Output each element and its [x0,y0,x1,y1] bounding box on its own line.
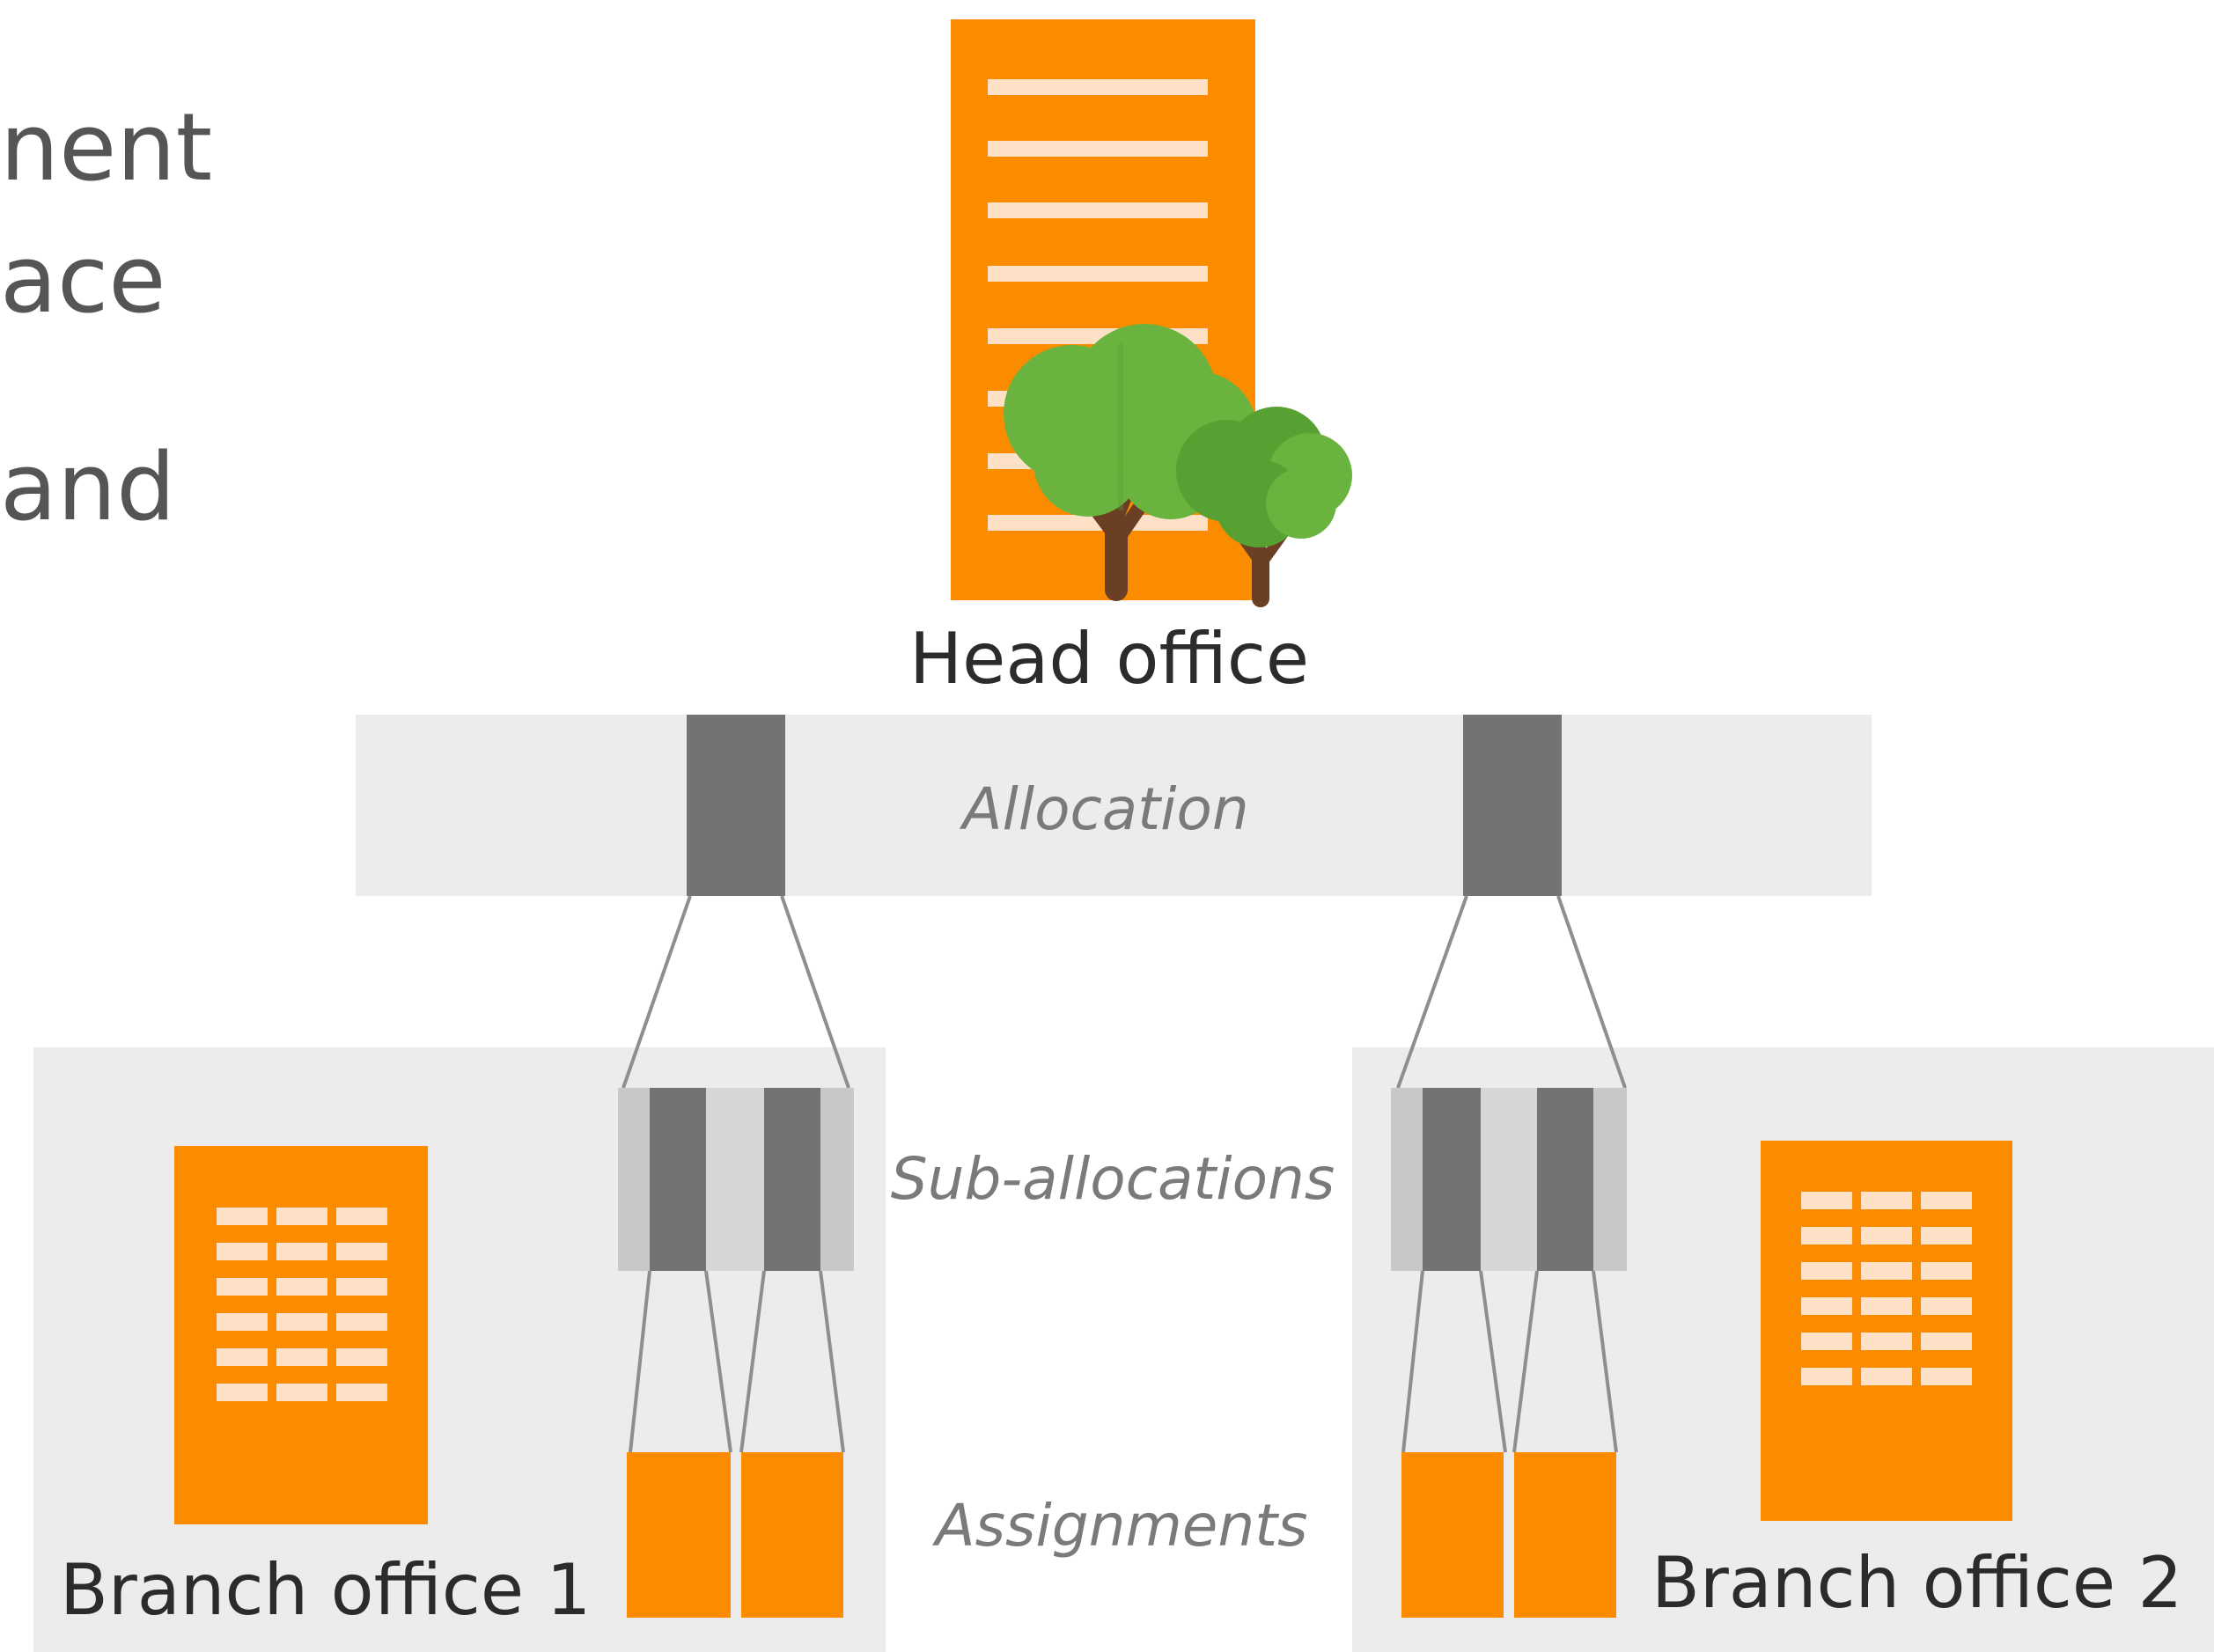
branch-office-1-window [217,1348,268,1366]
tree-icon [1004,324,1352,607]
assignment-block [741,1452,843,1618]
branch-office-1-windows [217,1208,387,1401]
branch-office-2-window [1801,1227,1852,1245]
branch-office-1-window [276,1348,327,1366]
branch-office-2-label: Branch office 2 [1651,1542,2182,1624]
branch-office-1-window [217,1278,268,1296]
allocation-block-left [687,715,785,896]
allocation-label: Allocation [959,775,1248,843]
branch-office-2-window [1921,1262,1972,1280]
branch-office-2-window [1801,1192,1852,1209]
branch-office-2-windows [1801,1192,1972,1385]
branch-office-1-window [276,1313,327,1331]
sub-allocations-label: Sub-allocations [891,1145,1335,1213]
branch-office-1-window [336,1208,387,1225]
branch-office-2-window [1921,1192,1972,1209]
branch-office-1-window [336,1243,387,1260]
branch-office-1-window [217,1243,268,1260]
branch-office-1-window [276,1384,327,1401]
assignment-group-left [627,1452,843,1618]
cutoff-text-line-1: nent [0,93,212,202]
branch-office-2-window [1801,1262,1852,1280]
branch-office-2-window [1801,1368,1852,1385]
allocation-band [356,715,1872,896]
branch-building-icon [1761,1141,2012,1521]
head-office-window [988,266,1208,282]
sub-allocation-connectors [629,1270,1618,1453]
sub-allocation-block [1423,1088,1481,1271]
sub-allocation-group-left [618,1088,854,1271]
branch-office-2-window [1921,1368,1972,1385]
branch-building-icon [174,1146,428,1524]
branch-office-1-window [217,1313,268,1331]
allocation-block-right [1463,715,1562,896]
branch-office-2-window [1861,1227,1912,1245]
head-office-window [988,141,1208,157]
assignment-block [1401,1452,1504,1618]
branch-office-2-window [1801,1333,1852,1350]
cutoff-text-line-2: ace [0,225,165,334]
cutoff-text-block: nent ace and [0,93,212,541]
branch-office-1-window [276,1208,327,1225]
sub-allocation-block [650,1088,706,1271]
branch-office-1-window [336,1384,387,1401]
branch-office-2-window [1861,1262,1912,1280]
sub-allocation-block [1537,1088,1593,1271]
assignment-block [627,1452,731,1618]
branch-office-2-window [1921,1333,1972,1350]
assignment-block [1514,1452,1616,1618]
sub-allocation-gap [1481,1088,1537,1271]
assignments-label: Assignments [932,1492,1308,1560]
head-office-window [988,79,1208,95]
head-office-label: Head office [909,618,1309,700]
tree-canopy-small [1176,407,1352,547]
branch-office-1-window [276,1278,327,1296]
branch-office-2-window [1801,1297,1852,1315]
sub-allocation-gap [706,1088,764,1271]
branch-office-1-label: Branch office 1 [60,1549,591,1631]
branch-office-1-building [174,1146,428,1524]
branch-office-1-window [217,1384,268,1401]
branch-office-1-window [336,1348,387,1366]
branch-office-2-window [1921,1297,1972,1315]
sub-allocation-group-right [1391,1088,1627,1271]
branch-office-1-window [336,1278,387,1296]
sub-allocation-block [764,1088,820,1271]
branch-office-2-window [1861,1192,1912,1209]
branch-office-1-window [336,1313,387,1331]
branch-office-1-window [276,1243,327,1260]
cutoff-text-line-3: and [0,433,175,541]
branch-office-2-window [1861,1333,1912,1350]
head-office-window [988,202,1208,218]
branch-office-2-window [1861,1368,1912,1385]
allocation-connectors [622,895,1627,1089]
branch-office-2-window [1921,1227,1972,1245]
assignment-group-right [1401,1452,1616,1618]
branch-office-1-window [217,1208,268,1225]
branch-office-2-window [1861,1297,1912,1315]
